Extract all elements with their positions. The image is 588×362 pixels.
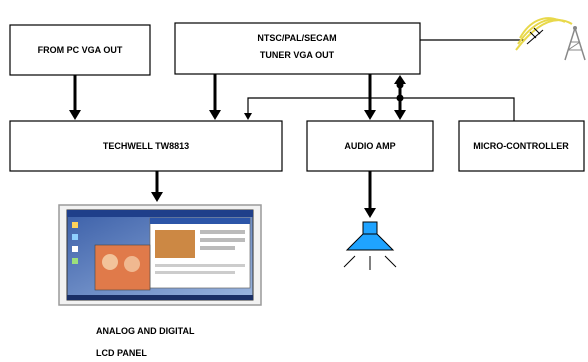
speaker-icon — [343, 221, 397, 270]
lcd-screen-icon — [58, 204, 262, 306]
tuner-block: NTSC/PAL/SECAM TUNER VGA OUT — [174, 22, 421, 75]
micro-controller-block: MICRO-CONTROLLER — [458, 120, 585, 172]
techwell-label: TECHWELL TW8813 — [103, 141, 189, 151]
pc-vga-label: FROM PC VGA OUT — [38, 45, 123, 55]
control-bus-line — [247, 97, 515, 121]
lcd-panel-label-line1: ANALOG AND DIGITAL — [96, 326, 195, 336]
tuner-label-line1: NTSC/PAL/SECAM — [257, 33, 336, 43]
antenna-icon — [515, 17, 573, 51]
broadcast-tower-icon — [564, 26, 586, 61]
audio-amp-block: AUDIO AMP — [306, 120, 434, 172]
audio-amp-label: AUDIO AMP — [344, 141, 395, 151]
techwell-block: TECHWELL TW8813 — [9, 120, 283, 172]
lcd-panel-label-line2: LCD PANEL — [96, 348, 147, 358]
micro-controller-label: MICRO-CONTROLLER — [473, 141, 569, 151]
pc-vga-block: FROM PC VGA OUT — [9, 24, 151, 76]
tuner-label-line2: TUNER VGA OUT — [260, 50, 335, 60]
